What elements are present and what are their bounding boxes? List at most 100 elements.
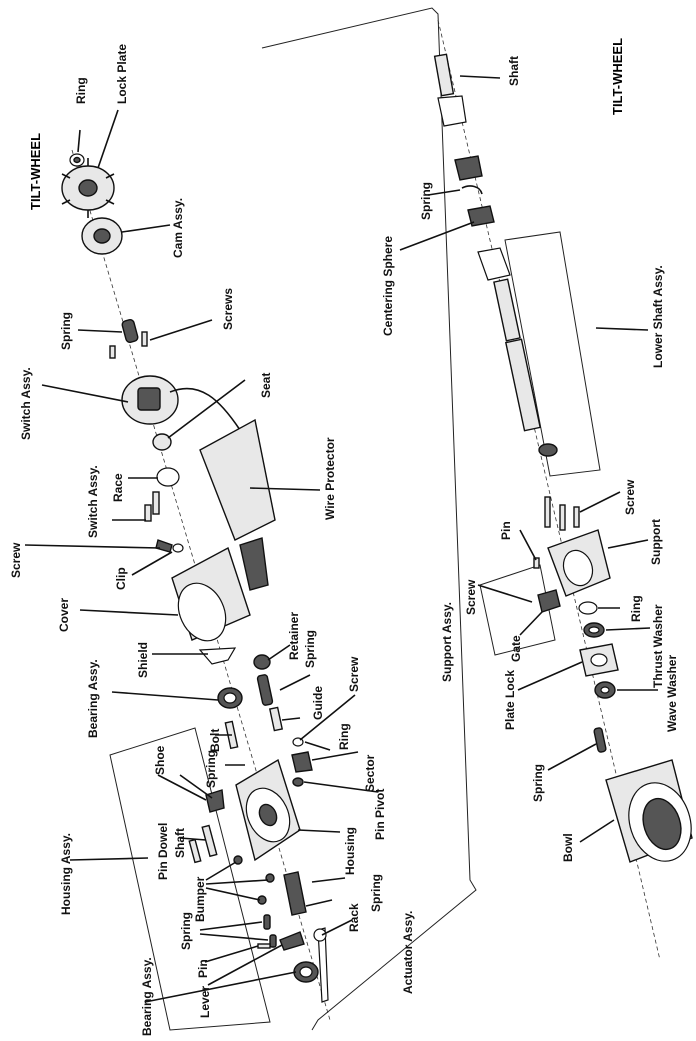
- pin-part: [257, 943, 271, 949]
- pin-pivot-part: [292, 777, 304, 787]
- pin-dowel-part: [188, 838, 202, 864]
- label-bearing-assy-2: Bearing Assy.: [140, 957, 154, 1036]
- sector-part: [291, 751, 313, 773]
- label-ring-right: Ring: [629, 595, 643, 622]
- label-cam-assy: Cam Assy.: [171, 198, 185, 258]
- support-assy-frame: [479, 564, 556, 656]
- leader-arrows: [24, 75, 658, 1003]
- label-wire-protector: Wire Protector: [323, 437, 337, 520]
- label-screw-4: Screw: [464, 579, 478, 615]
- actuator-part: [313, 927, 329, 1003]
- label-ring-mid: Ring: [337, 723, 351, 750]
- outline-frame: [261, 7, 477, 1031]
- ring-part: [69, 153, 85, 167]
- label-lock-plate: Lock Plate: [115, 44, 129, 104]
- seat-part: [152, 433, 172, 451]
- spring-part-7: [593, 727, 607, 753]
- label-lower-shaft-assy: Lower Shaft Assy.: [651, 265, 665, 368]
- label-guide: Guide: [311, 686, 325, 720]
- label-clip: Clip: [114, 567, 128, 590]
- label-shield: Shield: [136, 642, 150, 678]
- pin-part-right: [533, 557, 540, 569]
- label-spring-5: Spring: [369, 874, 383, 912]
- label-pin: Pin: [196, 959, 210, 978]
- label-bolt: Bolt: [208, 729, 222, 752]
- lower-shaft-assy-frame: [504, 231, 601, 477]
- label-shaft-right: Shaft: [507, 56, 521, 86]
- spring-part-2: [256, 674, 274, 706]
- label-spring-7: Spring: [531, 764, 545, 802]
- guide-part: [268, 706, 284, 732]
- shoe-part: [205, 789, 225, 813]
- label-spring-3: Spring: [204, 750, 218, 788]
- clip-part: [155, 539, 184, 553]
- shaft-part-left: [201, 824, 218, 858]
- label-screw-2: Screw: [347, 656, 361, 692]
- wave-washer-part: [594, 681, 616, 699]
- spring-part-1: [121, 319, 139, 343]
- label-wave-washer: Wave Washer: [665, 655, 679, 732]
- label-spring-4: Spring: [179, 912, 193, 950]
- label-spring-6: Spring: [419, 182, 433, 220]
- label-switch-assy-1: Switch Assy.: [19, 367, 33, 440]
- switch-assy-part: [121, 375, 241, 431]
- label-lever: Lever: [198, 986, 212, 1018]
- lever-part: [279, 931, 305, 951]
- label-pin-right: Pin: [499, 521, 513, 540]
- retainer-part: [253, 654, 271, 670]
- label-seat: Seat: [259, 373, 273, 398]
- ring-part-right: [578, 601, 598, 615]
- label-spring-2: Spring: [303, 630, 317, 668]
- bearing-assy-part-1: [217, 687, 243, 709]
- bowl-part: [605, 759, 693, 863]
- gate-part: [537, 589, 561, 613]
- label-rack: Rack: [347, 903, 361, 932]
- label-bearing-assy-1: Bearing Assy.: [86, 659, 100, 738]
- label-plate-lock: Plate Lock: [503, 670, 517, 730]
- label-sector: Sector: [363, 754, 377, 792]
- support-screws-part: [544, 496, 580, 531]
- rack-part: [283, 871, 307, 916]
- label-switch-assy-2: Switch Assy.: [86, 465, 100, 538]
- label-screw-1: Screw: [9, 542, 23, 578]
- switch-screws-part: [144, 491, 160, 522]
- cam-assy-part: [81, 217, 123, 255]
- shield-part: [198, 647, 237, 665]
- label-bumper: Bumper: [193, 876, 207, 922]
- centering-sphere-part: [467, 205, 495, 227]
- support-part: [547, 529, 611, 597]
- shaft-part-right: [433, 53, 467, 127]
- label-support-assy: Support Assy.: [440, 602, 454, 682]
- label-shoe: Shoe: [153, 745, 167, 775]
- screws-part: [109, 331, 148, 359]
- spring-part-6: [461, 185, 483, 195]
- housing-part: [235, 758, 301, 862]
- label-shaft-left: Shaft: [173, 828, 187, 858]
- label-retainer: Retainer: [287, 612, 301, 660]
- title-right: TILT-WHEEL: [610, 38, 625, 115]
- label-screws: Screws: [221, 288, 235, 330]
- bearing-assy-part-2: [293, 961, 319, 983]
- label-pin-pivot: Pin Pivot: [373, 789, 387, 840]
- housing-assy-frame: [109, 727, 271, 1031]
- label-housing-assy: Housing Assy.: [59, 833, 73, 915]
- wire-protector-part: [199, 418, 276, 591]
- lower-shaft-part: [477, 247, 558, 457]
- label-gate: Gate: [509, 635, 523, 662]
- title-left: TILT-WHEEL: [28, 133, 43, 210]
- label-thrust-washer: Thrust Washer: [651, 604, 665, 688]
- label-spring-1: Spring: [59, 312, 73, 350]
- label-support: Support: [649, 519, 663, 565]
- label-ring-top: Ring: [74, 77, 88, 104]
- spider-part: [454, 155, 483, 181]
- cover-part: [171, 546, 251, 642]
- race-part: [156, 467, 180, 487]
- label-screw-3: Screw: [623, 479, 637, 515]
- thrust-washer-part: [583, 622, 605, 638]
- label-race: Race: [111, 473, 125, 502]
- spring-parts-lower: [263, 914, 277, 948]
- label-housing: Housing: [343, 827, 357, 875]
- label-bowl: Bowl: [561, 833, 575, 862]
- lock-plate-part: [61, 158, 115, 218]
